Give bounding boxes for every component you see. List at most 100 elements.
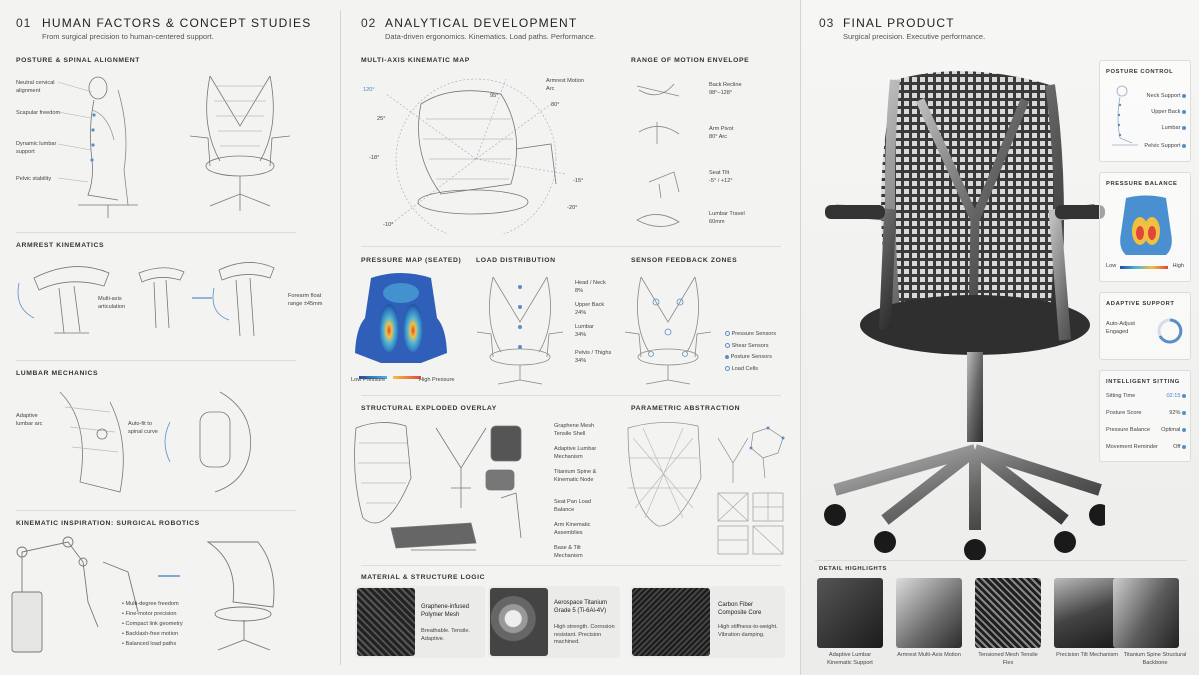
posture-item: Upper Back (1151, 109, 1186, 117)
load-title: LOAD DISTRIBUTION (476, 257, 556, 264)
parametric-title: PARAMETRIC ABSTRACTION (631, 405, 741, 412)
kinematic-bullet: • Balanced load paths (122, 641, 177, 647)
pressure-low-label: Low (1106, 263, 1117, 269)
adaptive-support-panel: ADAPTIVE SUPPORT Auto-Adjust Engaged (1099, 292, 1191, 360)
details-title: DETAIL HIGHLIGHTS (819, 566, 887, 572)
kmap-angle: -20° (567, 205, 578, 211)
section-title: FINAL PRODUCT (843, 16, 955, 30)
detail-thumb-lumbar[interactable] (817, 578, 883, 648)
pressure-scale (1120, 266, 1168, 269)
rom-item: Seat Tilt-5° / +12° (709, 170, 733, 184)
chair-front-sketch (189, 75, 291, 211)
lumbar-label: Auto-fit to spinal curve (128, 421, 158, 435)
kmap-title: MULTI-AXIS KINEMATIC MAP (361, 57, 470, 64)
posture-label: Scapular freedom (16, 110, 61, 116)
sensor-item: Pressure Sensors (725, 331, 776, 339)
section-number: 01 (16, 16, 32, 30)
posture-control-panel: POSTURE CONTROL Neck Support Upper Back … (1099, 60, 1191, 162)
kinematic-bullet: • Compact link geometry (122, 621, 183, 627)
adaptive-status: Auto-Adjust Engaged (1106, 321, 1135, 335)
posture-figure-icon (1112, 85, 1138, 146)
section-subtitle: From surgical precision to human-centere… (42, 32, 214, 41)
section-analytical: 02 ANALYTICAL DEVELOPMENT Data-driven er… (341, 0, 801, 675)
panel-title: PRESSURE BALANCE (1106, 181, 1178, 187)
detail-label: Armrest Multi-Axis Motion (897, 652, 961, 658)
kmap-angle: 25° (377, 116, 386, 122)
robotics-sketch (11, 536, 275, 653)
column-divider (340, 10, 341, 665)
panel-title: POSTURE CONTROL (1106, 69, 1174, 75)
material-desc: High stiffness-to-weight. Vibration damp… (718, 624, 778, 638)
sensor-item: Posture Sensors (725, 354, 772, 362)
armrest-label: Forearm float range ±45mm (288, 293, 323, 307)
lumbar-title: LUMBAR MECHANICS (16, 370, 99, 377)
detail-label: Titanium Spine Structural Backbone (1123, 652, 1187, 666)
kinematic-bullet: • Backlash-free motion (122, 631, 179, 637)
rom-icons (636, 83, 680, 227)
mesh-texture (357, 588, 415, 656)
detail-thumb-mesh[interactable] (975, 578, 1041, 648)
posture-sketch (58, 76, 138, 218)
armrest-sketches (17, 262, 275, 337)
section-final-product: 03 FINAL PRODUCT Surgical precision. Exe… (801, 0, 1199, 675)
detail-thumb-spine[interactable] (1113, 578, 1179, 648)
parametric-diagram (627, 422, 785, 555)
kmap-angle: -10° (383, 222, 394, 228)
material-name: Carbon Fiber Composite Core (718, 602, 762, 616)
section-subtitle: Surgical precision. Executive performanc… (843, 32, 986, 41)
pressure-balance-panel: PRESSURE BALANCE Low High (1099, 172, 1191, 282)
rom-title: RANGE OF MOTION ENVELOPE (631, 57, 750, 64)
exploded-item: Seat Pan Load Balance (554, 499, 592, 513)
material-card: Carbon Fiber Composite Core High stiffne… (630, 586, 785, 658)
exploded-item: Titanium Spine & Kinematic Node (554, 469, 597, 483)
sensor-item: Shear Sensors (725, 343, 769, 351)
section-number: 03 (819, 16, 835, 30)
material-name: Aerospace Titanium Grade 5 (Ti-6Al-4V) (554, 600, 608, 614)
kinematic-map-diagram (385, 78, 567, 234)
detail-thumb-tilt[interactable] (1054, 578, 1120, 648)
detail-label: Precision Tilt Mechanism (1056, 652, 1118, 658)
detail-thumb-armrest[interactable] (896, 578, 962, 648)
kmap-angle: -18° (369, 155, 380, 161)
section-number: 02 (361, 16, 377, 30)
posture-label: Dynamic lumbar support (16, 141, 57, 155)
exploded-item: Adaptive Lumbar Mechanism (554, 446, 597, 460)
material-desc: High strength. Corrosion resistant. Prec… (554, 624, 615, 645)
kinematic-title: KINEMATIC INSPIRATION: SURGICAL ROBOTICS (16, 520, 200, 527)
exploded-diagram (354, 422, 522, 551)
sensor-title: SENSOR FEEDBACK ZONES (631, 257, 738, 264)
final-chair-render (824, 71, 1105, 560)
exploded-item: Arm Kinematic Assemblies (554, 522, 591, 536)
lumbar-sketches (59, 391, 252, 493)
kmap-angle: 80° (551, 102, 560, 108)
armrest-title: ARMREST KINEMATICS (16, 242, 105, 249)
posture-item: Pelvic Support (1144, 143, 1186, 151)
exploded-item: Base & Tilt Mechanism (554, 545, 583, 559)
posture-label: Neutral cervical alignment (16, 80, 55, 94)
detail-label: Tensioned Mesh Tensile Flex (978, 652, 1038, 666)
kmap-angle: 95° (490, 93, 499, 99)
panel-title: ADAPTIVE SUPPORT (1106, 301, 1175, 307)
posture-item: Neck Support (1147, 93, 1186, 101)
titanium-texture (490, 588, 548, 656)
load-chair-sketch (476, 276, 564, 385)
material-card: Aerospace Titanium Grade 5 (Ti-6Al-4V) H… (488, 586, 620, 658)
panel-title: INTELLIGENT SITTING (1106, 379, 1180, 385)
exploded-title: STRUCTURAL EXPLODED OVERLAY (361, 405, 497, 412)
lumbar-label: Adaptive lumbar arc (16, 413, 43, 427)
detail-label: Adaptive Lumbar Kinematic Support (827, 652, 873, 666)
section-title: ANALYTICAL DEVELOPMENT (385, 16, 578, 30)
kmap-angle: -15° (573, 178, 584, 184)
material-desc: Breathable. Tensile. Adaptive. (421, 628, 471, 642)
adaptive-gauge-icon (1157, 318, 1183, 344)
sensor-item: Load Cells (725, 366, 758, 374)
kmap-angle: 120° (363, 87, 375, 93)
